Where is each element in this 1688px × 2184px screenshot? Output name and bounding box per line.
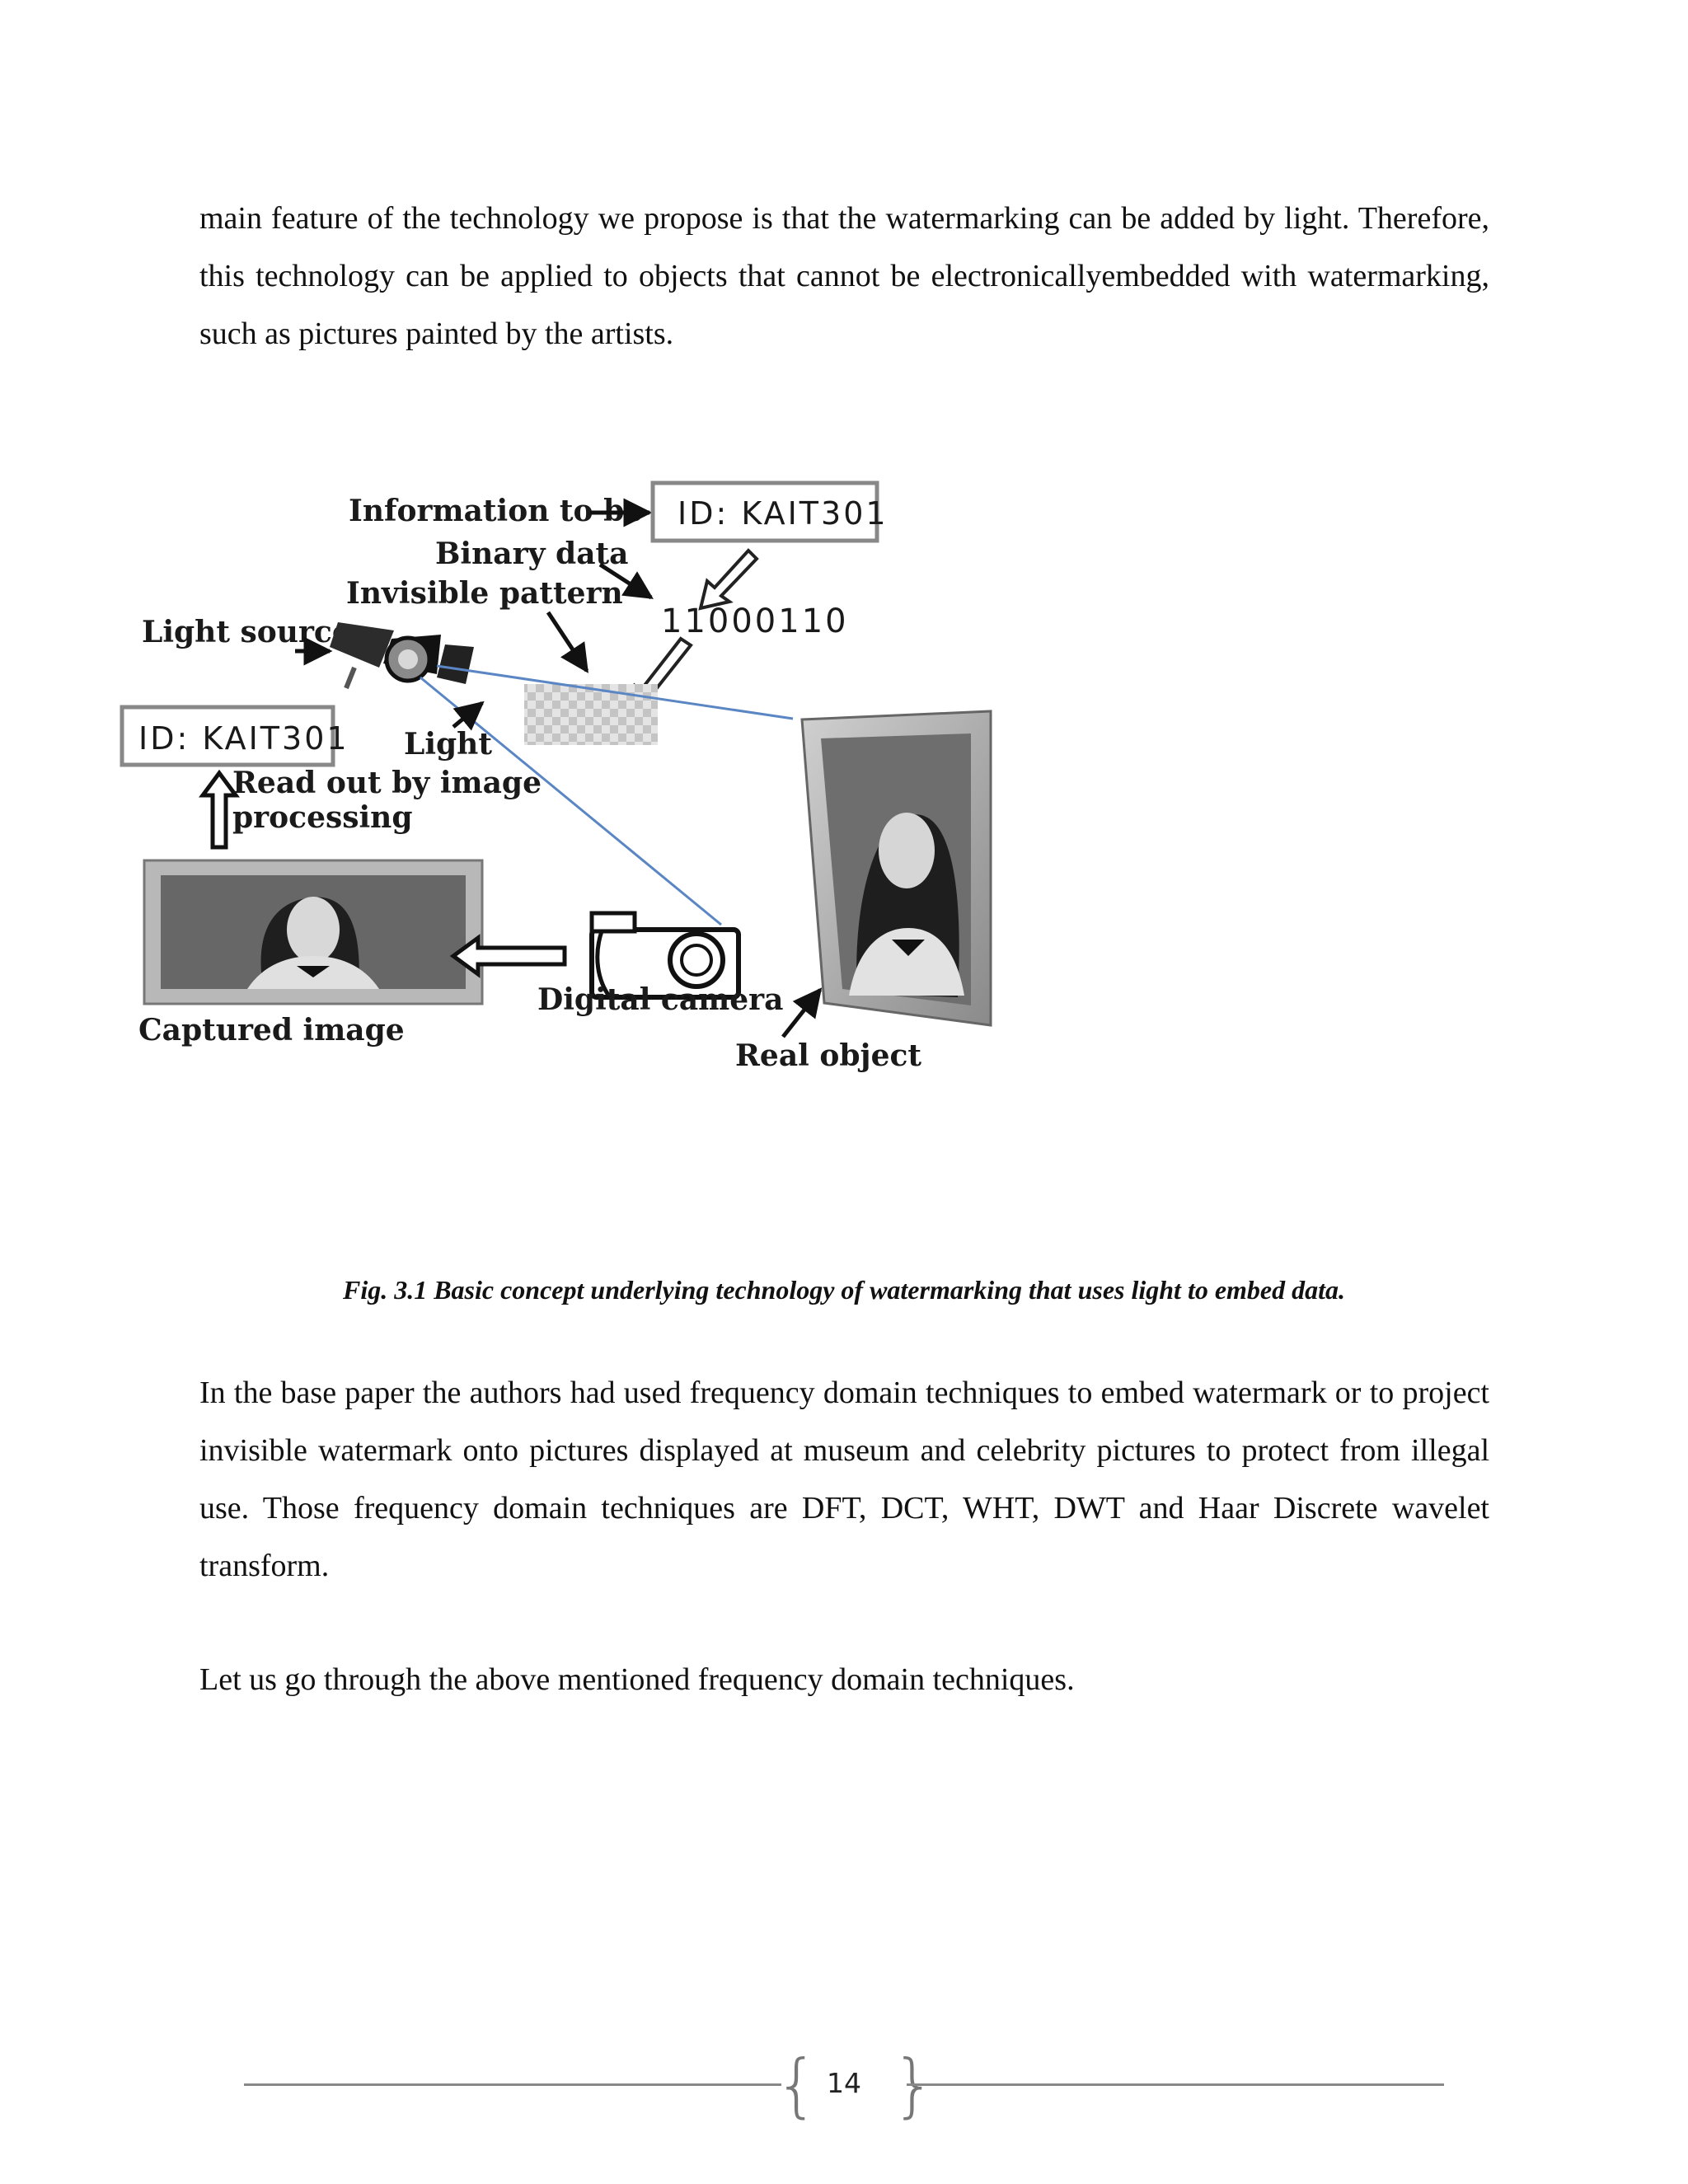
digital-camera-icon — [589, 911, 741, 1000]
binary-data-arrow — [598, 562, 654, 600]
footer-rule-right — [907, 2083, 1444, 2086]
read-out-hollow-arrow — [199, 769, 240, 850]
footer-bracket-left-icon: { — [775, 2045, 819, 2125]
real-object-label: Real object — [735, 1038, 921, 1073]
intro-paragraph: main feature of the technology we propos… — [199, 201, 1489, 351]
light-arrow — [452, 701, 485, 731]
base-paper-paragraph: In the base paper the authors had used f… — [199, 1376, 1489, 1583]
id-box-left — [120, 705, 335, 767]
digital-camera-label: Digital camera — [537, 982, 783, 1017]
id-box-top — [650, 480, 879, 543]
read-out-label-line1: Read out by image — [232, 766, 542, 800]
footer-rule-left — [244, 2083, 781, 2086]
page-number: 14 — [827, 2067, 861, 2099]
light-source-label: Light source — [142, 615, 351, 649]
watermark-concept-figure: Information to be embedded ID: KAIT301 B… — [120, 462, 1484, 1137]
captured-image-label: Captured image — [138, 1013, 405, 1047]
invisible-pattern-label: Invisible pattern — [346, 576, 623, 611]
read-out-label-line2: processing — [232, 800, 413, 835]
real-object-arrow — [781, 987, 823, 1038]
id-box-left-text: ID: KAIT301 — [138, 720, 349, 757]
id-to-binary-hollow-arrow — [698, 548, 759, 611]
light-label: Light — [404, 727, 492, 762]
real-object-frame — [800, 710, 992, 1027]
id-box-top-text: ID: KAIT301 — [678, 495, 889, 532]
figure-caption: Fig. 3.1 Basic concept underlying techno… — [342, 1275, 1346, 1305]
spotlight-icon — [330, 622, 474, 690]
invisible-pattern-grid — [524, 684, 658, 745]
camera-to-captured-hollow-arrow — [449, 934, 567, 978]
closing-paragraph: Let us go through the above mentioned fr… — [199, 1662, 1075, 1697]
captured-image-frame — [143, 859, 484, 1005]
invisible-pattern-arrow — [546, 611, 589, 673]
binary-data-label: Binary data — [435, 537, 628, 571]
binary-value: 11000110 — [661, 602, 849, 640]
light-beam-to-frame-top — [436, 664, 794, 720]
